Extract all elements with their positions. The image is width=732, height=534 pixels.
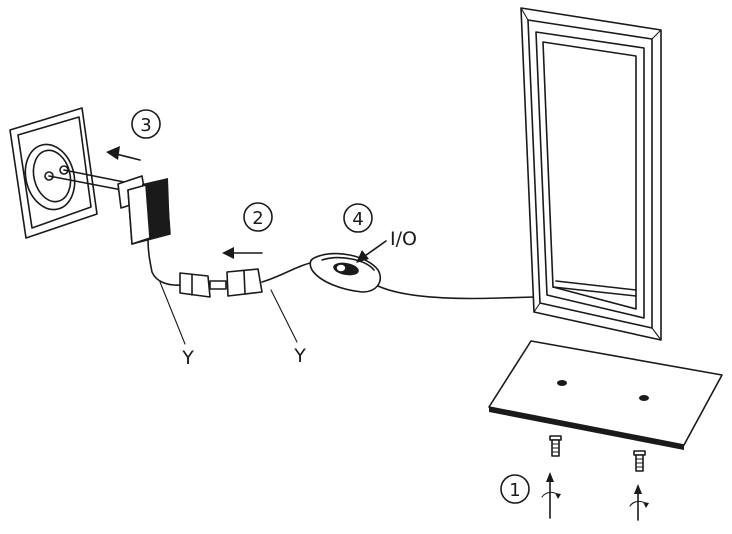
step-1-label: 1 <box>509 480 520 501</box>
screw-arrow-right <box>629 484 649 521</box>
leader-y-left <box>159 281 186 345</box>
power-adapter <box>48 169 183 286</box>
step-2-marker: 2 <box>243 202 273 232</box>
cable-connector <box>179 268 263 298</box>
cable-label-right: Y <box>293 345 306 367</box>
step-3-label: 3 <box>140 115 151 136</box>
arrow-switch <box>356 240 387 263</box>
arrow-unplug <box>106 146 141 161</box>
inline-switch <box>309 252 382 293</box>
mounting-hole-right <box>639 395 649 401</box>
cable-label-left: Y <box>181 347 194 369</box>
screw-left <box>549 435 562 457</box>
step-2-label: 2 <box>252 208 263 229</box>
screw-right <box>633 450 646 472</box>
wall-socket <box>9 107 98 239</box>
leader-y-right <box>270 289 298 343</box>
step-4-label: 4 <box>352 209 363 230</box>
step-3-marker: 3 <box>131 109 161 139</box>
base-plate <box>488 340 723 450</box>
lamp-cable <box>377 285 535 300</box>
step-4-marker: 4 <box>343 203 373 233</box>
step-1-marker: 1 <box>500 474 530 504</box>
switch-label: I/O <box>390 228 417 250</box>
screw-arrow-left <box>541 472 561 519</box>
lamp-frame <box>520 7 662 341</box>
cable-segment <box>261 261 315 283</box>
mounting-hole-left <box>557 380 567 386</box>
arrow-connect <box>222 247 263 259</box>
